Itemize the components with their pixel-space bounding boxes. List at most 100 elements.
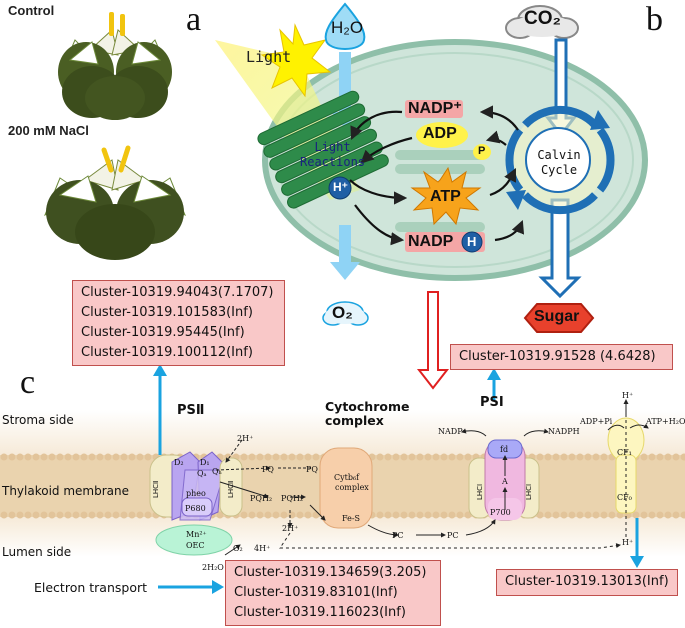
lipid-head — [664, 453, 672, 461]
lipid-head — [256, 453, 264, 461]
lipid-head — [312, 453, 320, 461]
lipid-head — [40, 511, 48, 519]
lipid-head — [264, 453, 272, 461]
lipid-head — [32, 453, 40, 461]
psii-cluster-box: Cluster-10319.94043(7.1707) Cluster-1031… — [72, 280, 285, 366]
lipid-head — [128, 511, 136, 519]
lipid-head — [672, 511, 680, 519]
lipid-head — [144, 453, 152, 461]
fd-label: fd — [500, 445, 508, 454]
lipid-head — [248, 453, 256, 461]
lipid-head — [456, 453, 464, 461]
mn-label: Mn²⁺ — [186, 530, 207, 539]
lipid-head — [456, 511, 464, 519]
lipid-head — [64, 511, 72, 519]
lipid-head — [240, 511, 248, 519]
etc-cluster-1: Cluster-10319.134659(3.205) — [234, 565, 427, 580]
cf0-label: CF₀ — [617, 493, 632, 502]
lipid-head — [296, 511, 304, 519]
lipid-head — [56, 453, 64, 461]
light-reactions-line1: Light — [314, 140, 351, 154]
light-reactions-line2: Reactions — [300, 155, 366, 169]
cytochrome-line2: complex — [325, 413, 384, 428]
lipid-head — [96, 453, 104, 461]
cytb6f-complex — [319, 447, 373, 529]
pc-label-2: PC — [447, 531, 459, 540]
lipid-head — [584, 453, 592, 461]
panel-label-a: a — [186, 1, 202, 38]
nadp-plus-label: NADP⁺ — [408, 100, 462, 117]
lipid-head — [432, 511, 440, 519]
d2-label: D₂ — [174, 458, 184, 467]
lipid-head — [16, 511, 24, 519]
lipid-head — [136, 511, 144, 519]
control-plant — [58, 12, 172, 120]
lhci-left-label: LHCI — [476, 484, 484, 500]
atp-label: ATP — [430, 188, 461, 205]
chloroplast — [262, 39, 648, 281]
o2-cloud-icon — [322, 301, 369, 326]
calvin-line2: Cycle — [540, 163, 578, 177]
psi-complex — [468, 439, 540, 521]
proton-label: H⁺ — [333, 180, 348, 194]
lipid-head — [416, 511, 424, 519]
salt-plant — [44, 145, 186, 260]
atp-starburst — [410, 166, 482, 226]
lipid-head — [576, 453, 584, 461]
sun-icon — [260, 23, 332, 98]
lipid-head — [440, 511, 448, 519]
lipid-head — [80, 511, 88, 519]
lipid-head — [304, 511, 312, 519]
lipid-head — [464, 511, 472, 519]
psii-cluster-2: Cluster-10319.101583(Inf) — [81, 305, 253, 320]
nadph-c-label: NADPH — [548, 427, 580, 436]
pqh2-label-1: PQH₂ — [250, 494, 272, 503]
lipid-head — [400, 511, 408, 519]
lumen-side-label: Lumen side — [2, 545, 72, 559]
two-h-lumen-label: 2H⁺ — [282, 524, 298, 533]
lipid-head — [408, 453, 416, 461]
sugar-label: Sugar — [534, 308, 580, 325]
lhcii-left-label: LHCⅡ — [152, 481, 160, 499]
atp-synthase — [607, 402, 645, 540]
o2-lumen-label: O₂ — [233, 544, 243, 553]
d1-label: D₁ — [200, 458, 210, 467]
lipid-head — [88, 511, 96, 519]
two-h2o-label: 2H₂O — [202, 563, 224, 572]
lipid-head — [608, 511, 616, 519]
lipid-head — [448, 453, 456, 461]
cf1-label: CF₁ — [617, 448, 632, 457]
lipid-head — [24, 453, 32, 461]
qa-label: Qₐ — [197, 469, 207, 478]
lipid-head — [632, 511, 640, 519]
lipid-head — [408, 511, 416, 519]
oec-label: OEC — [186, 541, 205, 550]
lipid-head — [656, 511, 664, 519]
lipid-head — [648, 511, 656, 519]
lipid-head — [392, 453, 400, 461]
p680-label: P680 — [185, 504, 206, 513]
nadp-plus-highlight — [405, 100, 463, 118]
two-h-label: 2H⁺ — [237, 434, 253, 443]
lhci-right-label: LHCI — [525, 484, 533, 500]
cytochrome-complex-label: Cytochrome complex — [325, 400, 409, 428]
qb-label: Qₕ — [212, 467, 223, 476]
calvin-line1: Calvin — [537, 148, 581, 162]
lipid-head — [392, 511, 400, 519]
lipid-head — [72, 453, 80, 461]
lipid-head — [592, 511, 600, 519]
atp-synthase-cluster: Cluster-10319.13013(Inf) — [505, 574, 669, 589]
adp-oval — [416, 122, 468, 148]
lipid-head — [376, 453, 384, 461]
lipid-head — [8, 453, 16, 461]
nadph-h-label: H — [467, 234, 477, 249]
stroma-side-label: Stroma side — [2, 413, 74, 427]
fes-label: Fe-S — [342, 514, 360, 523]
red-down-arrow — [416, 291, 450, 390]
etc-cluster-2: Cluster-10319.83101(Inf) — [234, 585, 398, 600]
lipid-head — [0, 511, 8, 519]
light-label: Light — [246, 48, 292, 66]
lipid-head — [656, 453, 664, 461]
cytb6f-label: Cytb₆f — [334, 473, 360, 482]
